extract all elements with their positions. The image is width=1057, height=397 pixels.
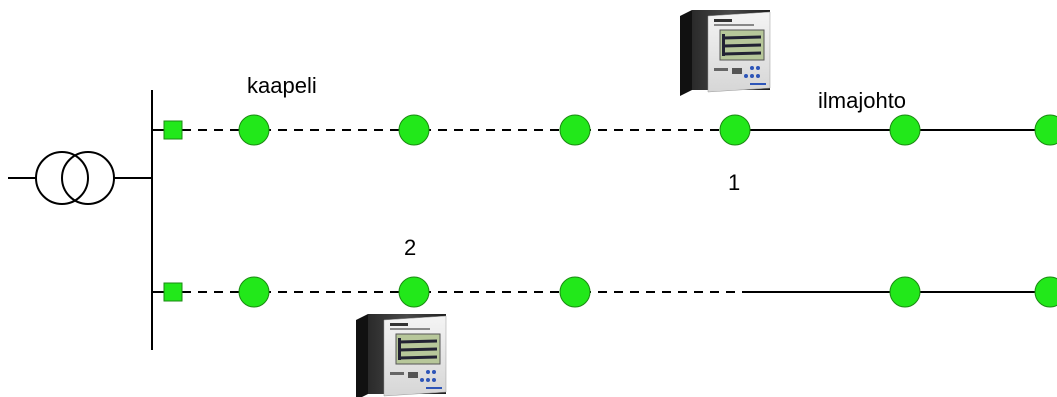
circuit-breaker-1[interactable] (163, 120, 183, 140)
feeder-1 (152, 114, 1057, 146)
protection-relay-device-icon (354, 312, 448, 397)
node-1-5[interactable] (889, 114, 921, 146)
node-2-3[interactable] (559, 276, 591, 308)
node-2-2[interactable] (398, 276, 430, 308)
node-1-6[interactable] (1034, 114, 1057, 146)
node-1-2[interactable] (398, 114, 430, 146)
feeder-2 (152, 276, 1057, 308)
node-2-4[interactable] (889, 276, 921, 308)
protection-relay-device-icon (678, 8, 772, 98)
node-2-5[interactable] (1034, 276, 1057, 308)
overhead-line-label: ilmajohto (818, 88, 906, 113)
marker-1-label: 1 (728, 170, 740, 195)
circuit-breaker-2[interactable] (163, 282, 183, 302)
node-1-1[interactable] (238, 114, 270, 146)
cable-label: kaapeli (247, 73, 317, 98)
node-1-3[interactable] (559, 114, 591, 146)
marker-2-label: 2 (404, 235, 416, 260)
node-2-1[interactable] (238, 276, 270, 308)
transformer-symbol-icon (8, 151, 152, 205)
node-1-4[interactable] (719, 114, 751, 146)
